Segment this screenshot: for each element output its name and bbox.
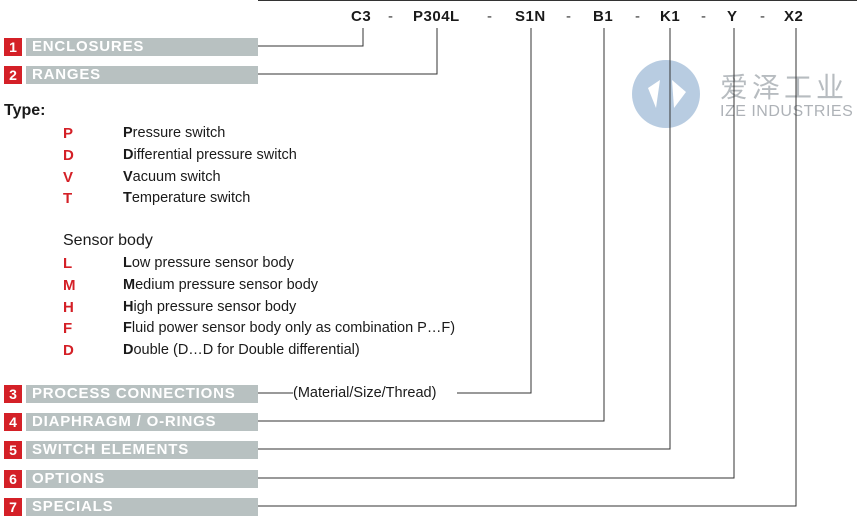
code-options: Y (727, 8, 738, 25)
code-separator: - (760, 8, 765, 25)
section-number: 2 (4, 66, 22, 84)
section-enclosures: 1 ENCLOSURES (4, 38, 258, 56)
section-number: 4 (4, 413, 22, 431)
section-label: OPTIONS (32, 470, 106, 487)
sensor-code-letter: M (63, 277, 76, 294)
section-label: DIAPHRAGM / O-RINGS (32, 413, 217, 430)
code-specials: X2 (784, 8, 804, 25)
sensor-code-letter: L (63, 255, 73, 272)
sensor-code-letter: H (63, 299, 74, 316)
ize-logo-icon (632, 60, 700, 128)
code-enclosure: C3 (351, 8, 372, 25)
section-label: ENCLOSURES (32, 38, 145, 55)
process-connections-note: (Material/Size/Thread) (293, 385, 437, 401)
section-label: RANGES (32, 66, 101, 83)
sensor-code-letter: F (63, 320, 73, 337)
section-label: PROCESS CONNECTIONS (32, 385, 236, 402)
sensor-code-letter: D (63, 342, 74, 359)
code-range: P304L (413, 8, 460, 25)
code-separator: - (635, 8, 640, 25)
section-number: 7 (4, 498, 22, 516)
section-label: SPECIALS (32, 498, 114, 515)
section-label: SWITCH ELEMENTS (32, 441, 189, 458)
section-number: 6 (4, 470, 22, 488)
section-specials: 7 SPECIALS (4, 498, 258, 516)
code-diaphragm: B1 (593, 8, 614, 25)
type-title: Type: (4, 102, 46, 119)
code-separator: - (487, 8, 492, 25)
watermark-en: IZE INDUSTRIES (720, 103, 854, 120)
code-separator: - (701, 8, 706, 25)
code-separator: - (388, 8, 393, 25)
code-switch: K1 (660, 8, 681, 25)
section-number: 1 (4, 38, 22, 56)
section-diaphragm: 4 DIAPHRAGM / O-RINGS (4, 413, 258, 431)
code-process: S1N (515, 8, 546, 25)
sensor-body-title: Sensor body (63, 232, 153, 249)
section-process-connections: 3 PROCESS CONNECTIONS (4, 385, 258, 403)
type-code-letter: T (63, 190, 73, 207)
type-code-letter: V (63, 169, 74, 186)
section-ranges: 2 RANGES (4, 66, 258, 84)
section-switch-elements: 5 SWITCH ELEMENTS (4, 441, 258, 459)
top-rule (258, 0, 857, 1)
type-code-letter: P (63, 125, 74, 142)
section-options: 6 OPTIONS (4, 470, 258, 488)
watermark-cn: 爱泽工业 (720, 71, 849, 104)
section-number: 3 (4, 385, 22, 403)
type-code-letter: D (63, 147, 74, 164)
section-number: 5 (4, 441, 22, 459)
code-separator: - (566, 8, 571, 25)
